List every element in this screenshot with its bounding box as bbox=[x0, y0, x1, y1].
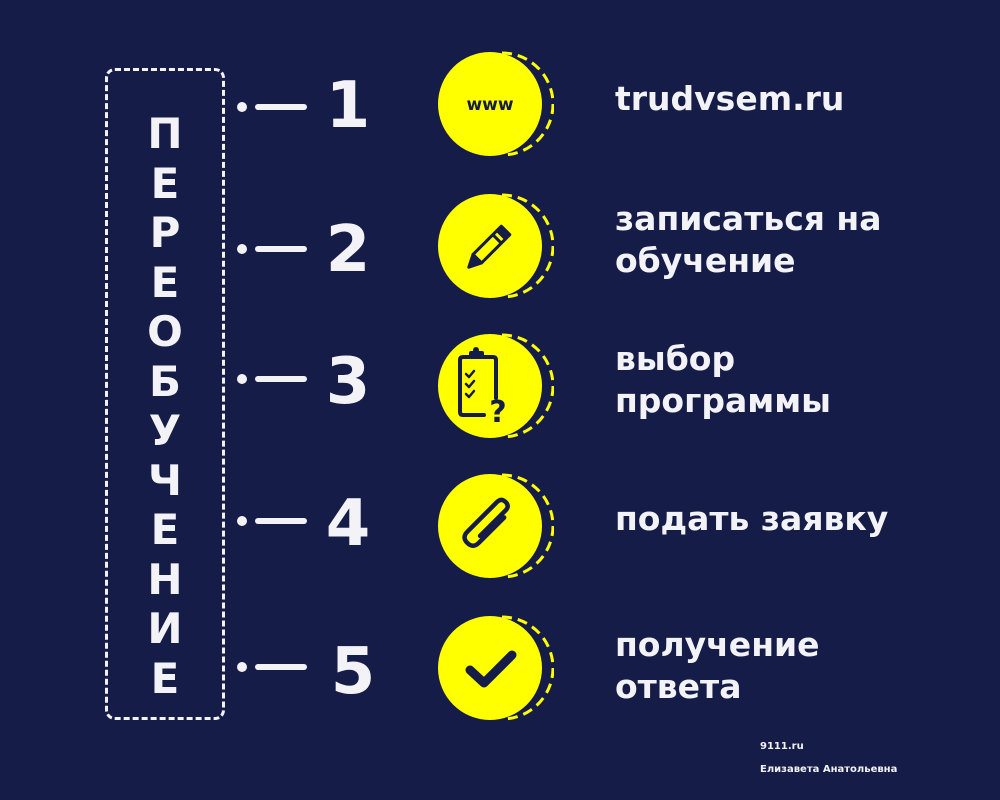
connector-dot bbox=[237, 102, 247, 112]
step-4: 4 подать заявку bbox=[0, 470, 1000, 580]
connector-dot bbox=[237, 374, 247, 384]
checkmark-icon bbox=[438, 615, 554, 721]
step-1: 1 www trudvsem.ru bbox=[0, 48, 1000, 158]
pencil-icon bbox=[438, 193, 554, 299]
connector-line bbox=[255, 104, 307, 110]
paperclip-icon bbox=[438, 473, 554, 579]
step-2: 2 записаться на обучение bbox=[0, 190, 1000, 300]
step-3: 3 ? выбор программы bbox=[0, 330, 1000, 440]
title-letter: Ч bbox=[148, 455, 182, 505]
title-letter: Р bbox=[149, 208, 181, 257]
title-letter: У bbox=[148, 406, 182, 455]
vertical-title: П Е Р Е О Б У Ч Е Н И Е bbox=[108, 109, 222, 703]
connector-line bbox=[255, 518, 307, 524]
step-number: 3 bbox=[325, 345, 371, 419]
footer-author: Елизавета Анатольевна bbox=[760, 764, 898, 775]
svg-text:?: ? bbox=[489, 395, 506, 430]
step-label: получение ответа bbox=[615, 625, 820, 706]
step-number: 5 bbox=[330, 635, 376, 709]
step-number: 4 bbox=[325, 487, 371, 561]
step-number: 2 bbox=[325, 213, 371, 287]
svg-text:www: www bbox=[466, 95, 513, 115]
title-box: П Е Р Е О Б У Ч Е Н И Е bbox=[105, 68, 225, 720]
connector-dot bbox=[237, 662, 247, 672]
title-letter: П bbox=[147, 109, 183, 158]
clipboard-question-icon: ? bbox=[438, 333, 554, 439]
title-letter: Е bbox=[150, 257, 180, 307]
connector-dot bbox=[237, 516, 247, 526]
step-label: выбор программы bbox=[615, 339, 832, 420]
title-letter: Е bbox=[150, 158, 180, 208]
connector-line bbox=[255, 376, 307, 382]
title-letter: И bbox=[147, 604, 183, 653]
step-5: 5 получение ответа bbox=[0, 612, 1000, 722]
title-letter: Б bbox=[148, 356, 181, 406]
connector-line bbox=[255, 664, 307, 670]
connector-line bbox=[255, 246, 307, 252]
title-letter: Е bbox=[150, 653, 180, 703]
connector-dot bbox=[237, 244, 247, 254]
step-label: trudvsem.ru bbox=[615, 79, 845, 118]
title-letter: О bbox=[147, 307, 183, 356]
www-icon: www bbox=[438, 51, 554, 157]
footer-site: 9111.ru bbox=[760, 741, 804, 752]
title-letter: Е bbox=[150, 505, 180, 554]
step-label: записаться на обучение bbox=[615, 199, 882, 280]
title-letter: Н bbox=[147, 554, 183, 604]
step-label: подать заявку bbox=[615, 499, 889, 538]
step-number: 1 bbox=[325, 69, 371, 143]
